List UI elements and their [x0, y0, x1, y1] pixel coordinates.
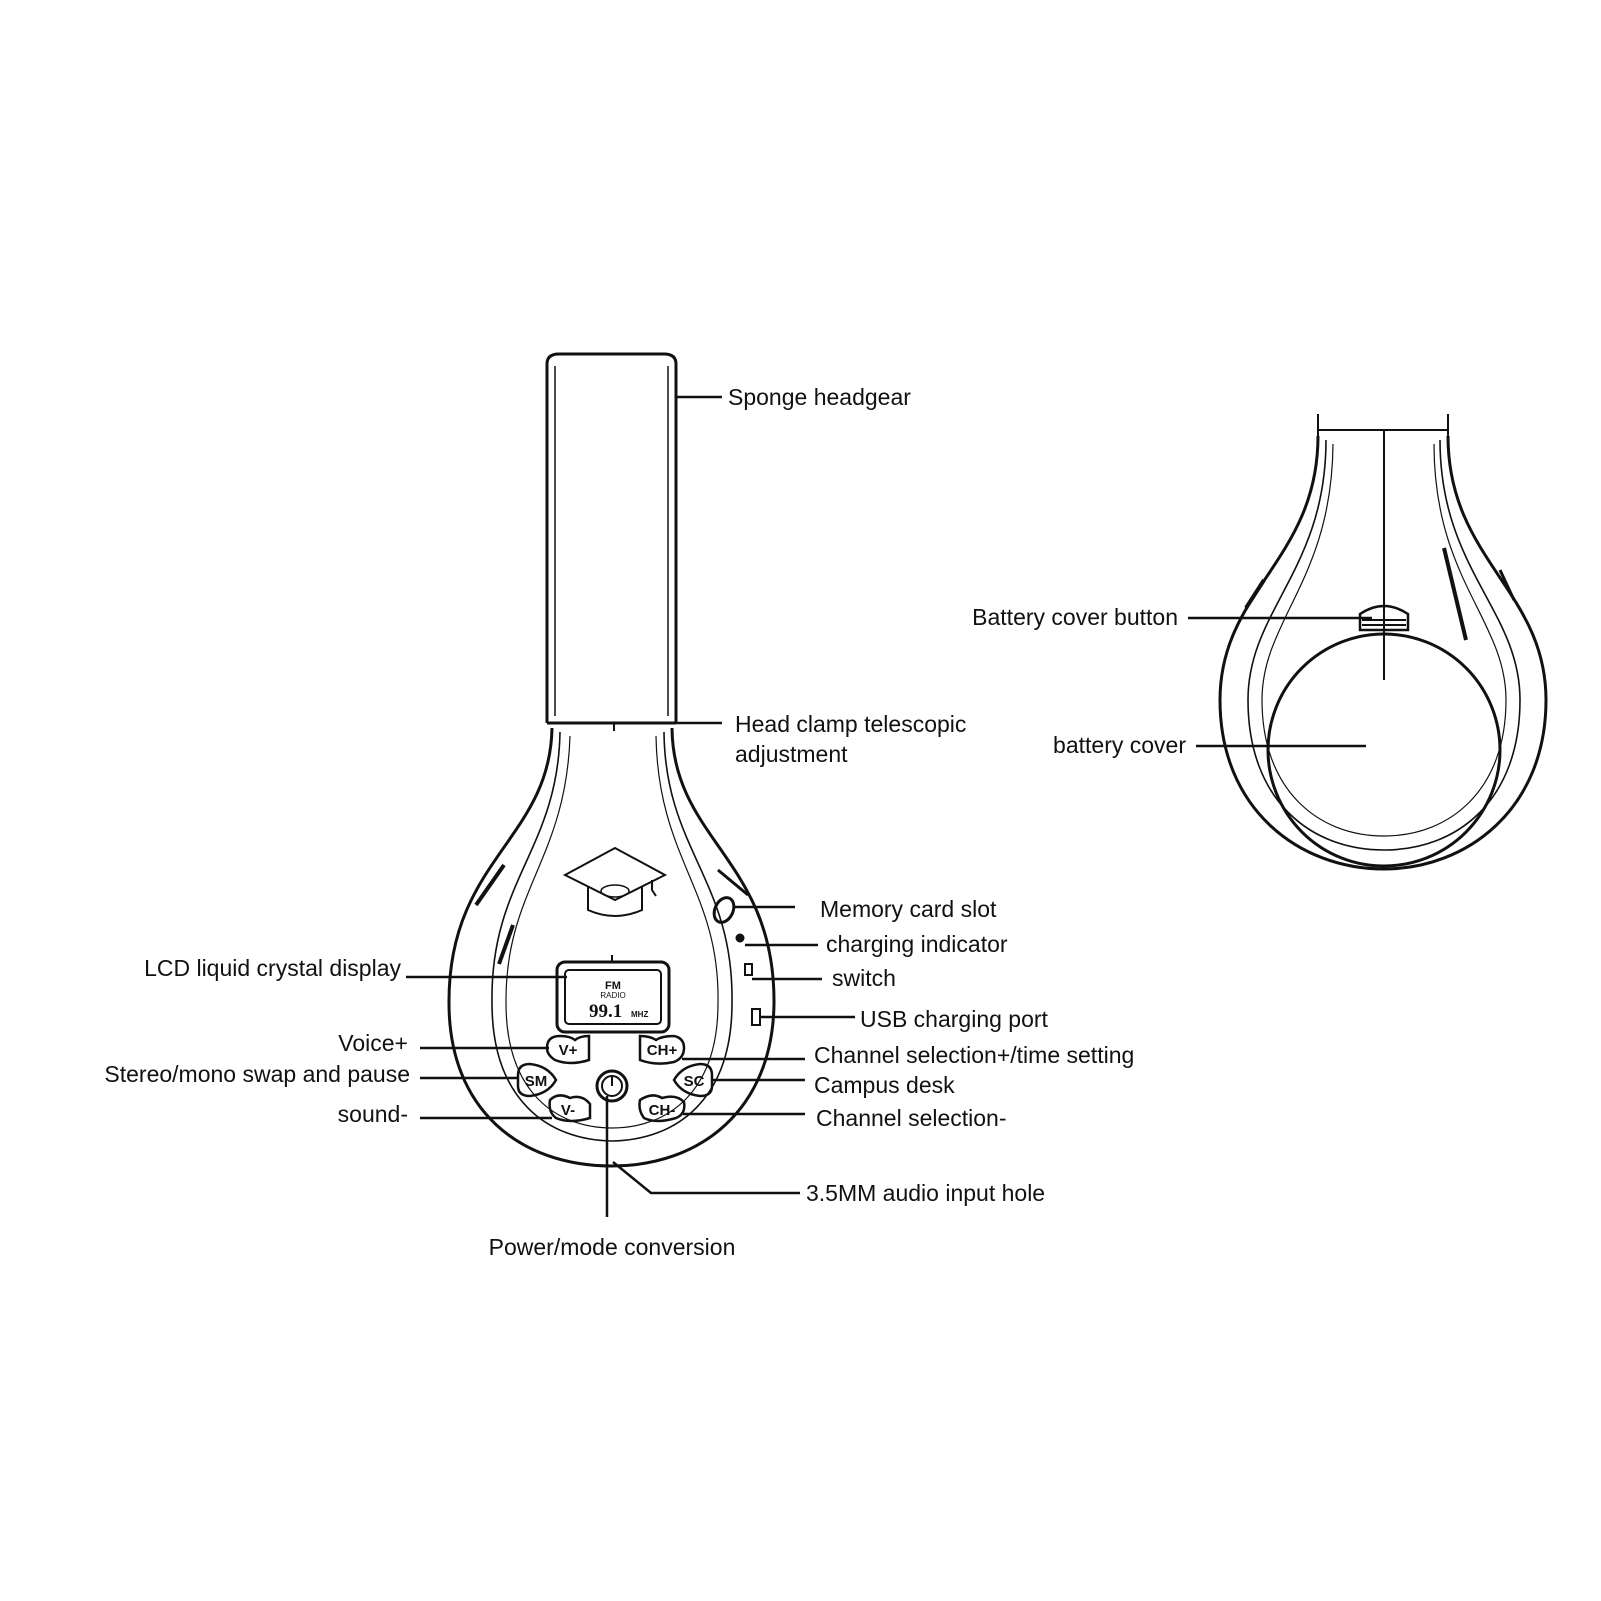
lcd-display: FM RADIO 99.1 MHZ — [555, 955, 671, 1034]
button-v-plus[interactable]: V+ — [545, 1034, 591, 1065]
label-memory-card-slot: Memory card slot — [820, 896, 997, 922]
sponge-headgear-band — [545, 352, 678, 723]
label-stereo-mono: Stereo/mono swap and pause — [104, 1061, 410, 1087]
label-sponge-headgear: Sponge headgear — [728, 384, 911, 410]
lcd-unit: MHZ — [631, 1010, 648, 1019]
label-power-mode: Power/mode conversion — [489, 1234, 736, 1260]
charging-indicator-icon — [735, 933, 745, 943]
svg-text:V+: V+ — [559, 1042, 578, 1059]
label-head-clamp-line1: Head clamp telescopic — [735, 711, 966, 737]
svg-text:CH-: CH- — [649, 1102, 676, 1119]
svg-text:V-: V- — [561, 1102, 575, 1119]
switch-icon — [744, 963, 753, 976]
graduation-cap-logo-icon — [562, 846, 668, 917]
button-ch-plus[interactable]: CH+ — [638, 1034, 686, 1065]
svg-text:SM: SM — [525, 1073, 548, 1090]
label-audio-input: 3.5MM audio input hole — [806, 1180, 1045, 1206]
label-lcd-display: LCD liquid crystal display — [144, 955, 401, 981]
svg-text:CH+: CH+ — [647, 1042, 678, 1059]
usb-port-icon — [751, 1008, 761, 1026]
button-ch-minus[interactable]: CH- — [638, 1094, 686, 1123]
label-switch: switch — [832, 965, 896, 991]
label-voice-plus: Voice+ — [338, 1030, 408, 1056]
label-usb-port: USB charging port — [860, 1006, 1049, 1032]
memory-card-slot-icon — [712, 896, 736, 924]
power-button[interactable] — [595, 1069, 629, 1103]
label-battery-cover: battery cover — [1053, 732, 1186, 758]
label-charging-indicator: charging indicator — [826, 931, 1008, 957]
svg-text:SC: SC — [684, 1073, 705, 1090]
back-view: Battery cover button battery cover — [972, 414, 1548, 871]
front-leader-lines — [406, 395, 855, 1217]
label-channel-plus: Channel selection+/time setting — [814, 1042, 1134, 1068]
back-earcup-outer — [1218, 435, 1548, 871]
label-channel-minus: Channel selection- — [816, 1105, 1007, 1131]
label-sound-minus: sound- — [338, 1101, 408, 1127]
label-battery-cover-button: Battery cover button — [972, 604, 1178, 630]
earcup-outer — [447, 727, 776, 1168]
button-sm[interactable]: SM — [516, 1062, 558, 1098]
button-v-minus[interactable]: V- — [548, 1094, 592, 1123]
front-view: FM RADIO 99.1 MHZ V+ CH+ SM SC V- — [104, 352, 1134, 1260]
label-campus-desk: Campus desk — [814, 1072, 955, 1098]
lcd-mode: RADIO — [600, 991, 625, 1000]
button-sc[interactable]: SC — [672, 1062, 714, 1098]
lcd-frequency: 99.1 — [589, 1001, 622, 1022]
label-head-clamp-line2: adjustment — [735, 741, 848, 767]
back-leader-lines — [1188, 616, 1372, 748]
lcd-band: FM — [605, 980, 621, 992]
